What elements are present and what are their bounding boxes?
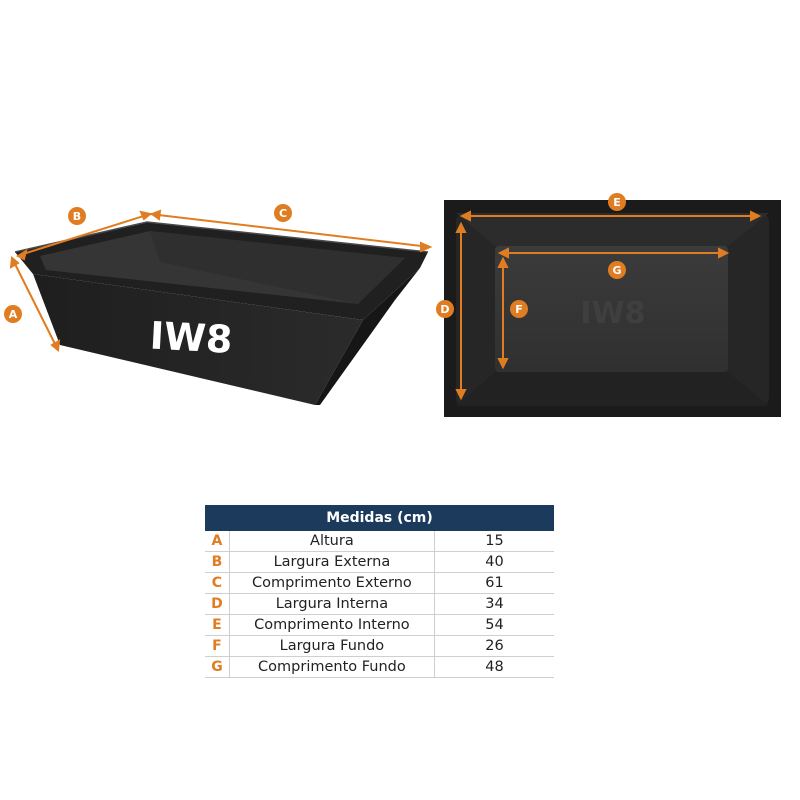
svg-text:B: B [73, 210, 81, 223]
row-letter: C [205, 572, 230, 594]
tub-front-face [33, 274, 363, 405]
marker-e: E [608, 193, 626, 211]
row-label: Comprimento Externo [229, 572, 435, 594]
row-label: Largura Externa [229, 551, 435, 573]
marker-g: G [608, 261, 626, 279]
marker-a: A [4, 305, 22, 323]
row-label: Altura [229, 531, 435, 552]
table-row: D Largura Interna 34 [205, 593, 554, 615]
row-value: 34 [434, 593, 554, 615]
marker-c: C [274, 204, 292, 222]
row-value: 40 [434, 551, 554, 573]
svg-text:E: E [613, 196, 621, 209]
row-value: 15 [434, 531, 554, 552]
row-letter: B [205, 551, 230, 573]
row-label: Comprimento Fundo [229, 656, 435, 678]
table-row: F Largura Fundo 26 [205, 635, 554, 657]
dimension-lines-right [455, 210, 762, 401]
row-label: Largura Fundo [229, 635, 435, 657]
row-letter: F [205, 635, 230, 657]
row-letter: G [205, 656, 230, 678]
row-label: Comprimento Interno [229, 614, 435, 636]
row-label: Largura Interna [229, 593, 435, 615]
dimension-lines-left [9, 209, 433, 352]
row-letter: A [205, 531, 230, 552]
table-title: Medidas (cm) [205, 505, 554, 531]
row-letter: E [205, 614, 230, 636]
table-row: C Comprimento Externo 61 [205, 572, 554, 594]
table-row: A Altura 15 [205, 531, 554, 552]
marker-d: D [436, 300, 454, 318]
tub-top-view: IW8 [444, 200, 781, 417]
marker-f: F [510, 300, 528, 318]
svg-text:G: G [612, 264, 621, 277]
tub-floor-logo: IW8 [580, 296, 645, 331]
tub-logo: IW8 [149, 314, 234, 362]
table-header-row: Medidas (cm) [205, 505, 554, 531]
svg-text:C: C [279, 207, 287, 220]
svg-text:F: F [515, 303, 523, 316]
row-value: 26 [434, 635, 554, 657]
tub-perspective-view: IW8 [14, 221, 429, 405]
row-value: 48 [434, 656, 554, 678]
row-value: 54 [434, 614, 554, 636]
svg-text:D: D [440, 303, 449, 316]
table-row: E Comprimento Interno 54 [205, 614, 554, 636]
row-letter: D [205, 593, 230, 615]
measurements-table: Medidas (cm) A Altura 15 B Largura Exter… [205, 505, 554, 678]
table-row: B Largura Externa 40 [205, 551, 554, 573]
row-value: 61 [434, 572, 554, 594]
tub-floor [495, 246, 728, 372]
svg-text:A: A [9, 308, 18, 321]
marker-b: B [68, 207, 86, 225]
table-row: G Comprimento Fundo 48 [205, 656, 554, 678]
